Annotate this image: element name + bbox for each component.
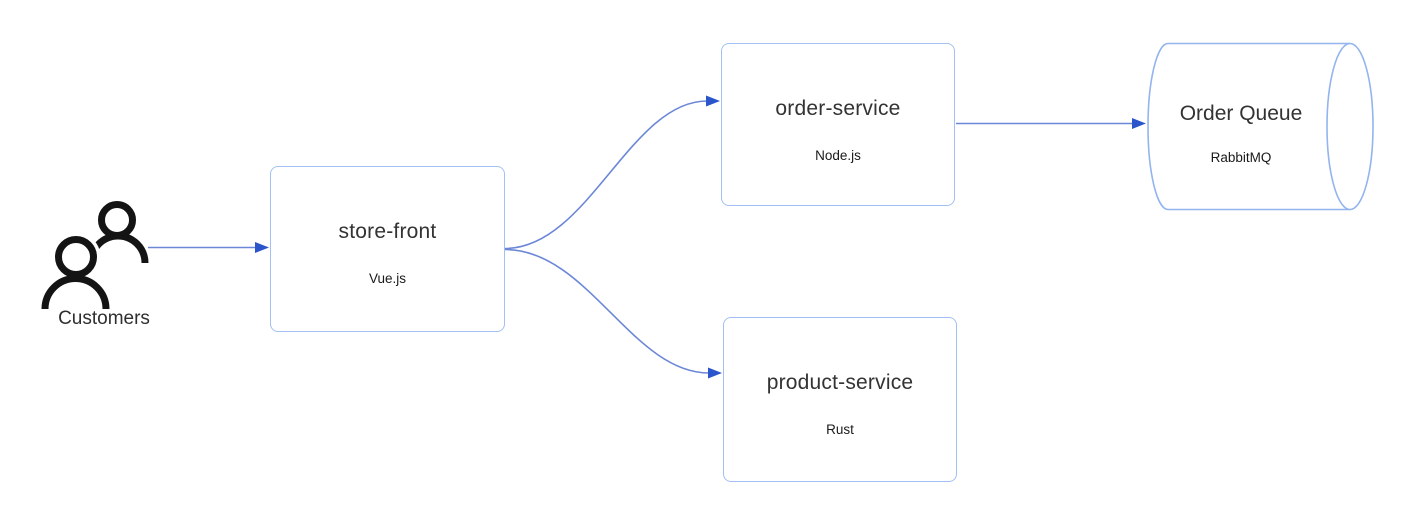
node-subtitle: Node.js bbox=[815, 148, 861, 163]
node-title: product-service bbox=[766, 371, 914, 394]
node-order-queue-title: Order Queue bbox=[1179, 102, 1303, 125]
people-icon bbox=[38, 201, 149, 310]
node-subtitle: Rust bbox=[826, 422, 854, 437]
arrowhead-to-store-front bbox=[255, 242, 269, 253]
node-store-front: store-front Vue.js bbox=[270, 166, 505, 332]
cylinder-end-cap bbox=[1326, 42, 1374, 211]
node-order-service: order-service Node.js bbox=[721, 43, 955, 206]
node-order-queue-shape bbox=[1147, 42, 1374, 211]
node-order-queue-subtitle: RabbitMQ bbox=[1210, 150, 1272, 165]
node-subtitle: Vue.js bbox=[368, 271, 407, 286]
arrowhead-to-order-queue bbox=[1132, 118, 1146, 129]
arrowhead-to-order-service bbox=[706, 95, 720, 107]
node-title: order-service bbox=[775, 97, 901, 120]
edge-store-front-to-order-service bbox=[504, 100, 708, 250]
node-product-service: product-service Rust bbox=[723, 317, 957, 482]
arrowhead-to-product-service bbox=[708, 367, 722, 379]
cylinder-body bbox=[1147, 42, 1350, 211]
edge-store-front-to-product-service bbox=[504, 248, 710, 374]
node-title: store-front bbox=[338, 220, 437, 243]
customers-label: Customers bbox=[58, 308, 150, 329]
